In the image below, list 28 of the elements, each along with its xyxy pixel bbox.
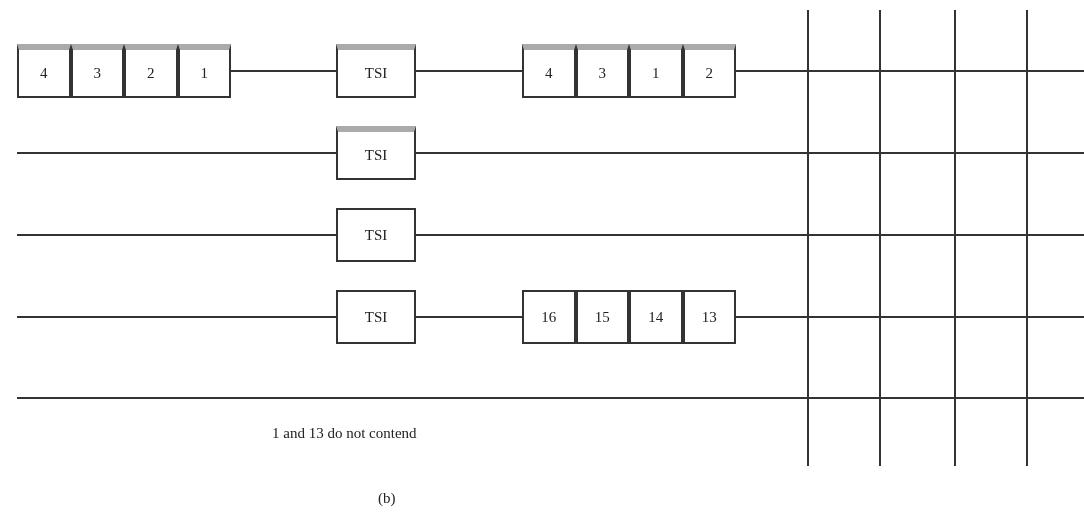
connector-line	[415, 316, 523, 318]
connector-line	[735, 316, 1084, 318]
connector-line	[16, 234, 337, 236]
time-slot-cell: 1	[629, 44, 683, 98]
time-slot-cell: 16	[522, 290, 576, 344]
tsi-box: TSI	[336, 208, 416, 262]
tsi-box: TSI	[336, 290, 416, 344]
tsi-box: TSI	[336, 44, 416, 98]
connector-line	[415, 70, 523, 72]
connector-line	[415, 152, 1084, 154]
time-slot-cell: 4	[17, 44, 71, 98]
time-slot-cell: 1	[177, 44, 231, 98]
time-slot-cell: 2	[682, 44, 736, 98]
connector-line	[415, 234, 1084, 236]
figure-caption: (b)	[378, 490, 396, 507]
time-slot-cell: 3	[70, 44, 124, 98]
note-text: 1 and 13 do not contend	[272, 425, 417, 442]
time-slot-cell: 13	[682, 290, 736, 344]
time-slot-cell: 3	[575, 44, 629, 98]
connector-line	[230, 70, 337, 72]
time-slot-cell: 14	[629, 290, 683, 344]
time-slot-cell: 15	[575, 290, 629, 344]
time-slot-cell: 2	[124, 44, 178, 98]
connector-line	[735, 70, 1084, 72]
connector-line	[16, 152, 337, 154]
connector-line	[16, 316, 337, 318]
tsi-box: TSI	[336, 126, 416, 180]
time-slot-cell: 4	[522, 44, 576, 98]
